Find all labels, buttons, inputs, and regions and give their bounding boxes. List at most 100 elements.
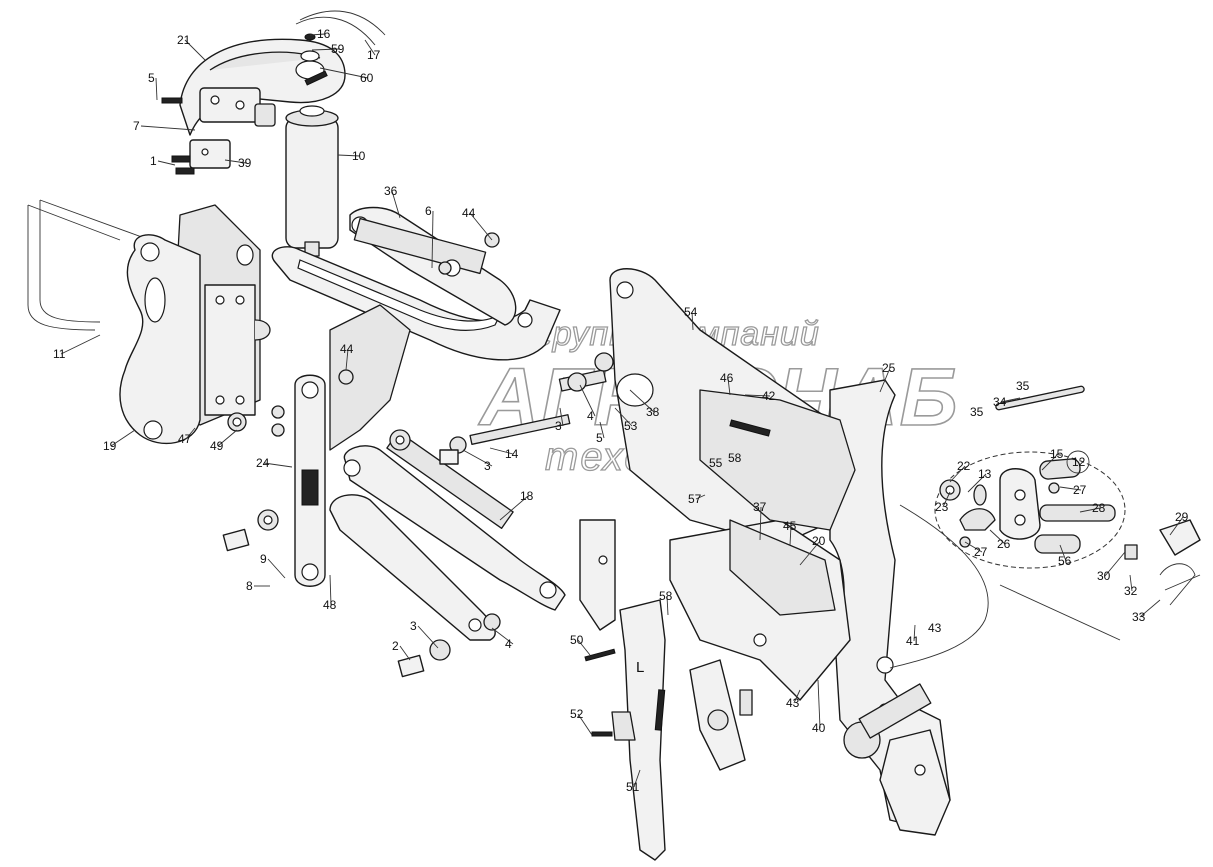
callout-label-c35a: 35 (1016, 379, 1030, 393)
callout-label-c11: 11 (53, 347, 66, 361)
callout-label-c22: 22 (957, 459, 971, 473)
arm-51 (584, 599, 753, 861)
callout-circle-12 (1066, 450, 1090, 474)
callout-label-c44a: 44 (462, 206, 476, 220)
callout-leader-c30 (1104, 551, 1126, 577)
callout-leader-c49 (217, 429, 238, 447)
callout-label-c32: 32 (1124, 584, 1138, 598)
callout-label-c46: 46 (720, 371, 734, 385)
callout-label-c48: 48 (323, 598, 337, 612)
cylinder-10 (285, 105, 339, 257)
callout-label-c17: 17 (367, 48, 381, 62)
callout-label-c39: 39 (238, 156, 252, 170)
callout-label-c3c: 3 (410, 619, 417, 633)
callout-leader-c36 (391, 190, 401, 219)
callout-label-c5b: 5 (596, 431, 603, 445)
callout-leader-c19 (110, 429, 136, 447)
callout-leader-c27a (1059, 486, 1082, 491)
callout-label-c27b: 27 (974, 545, 988, 559)
callout-leader-c43b (793, 689, 801, 704)
hydraulic-cover-assembly (161, 10, 386, 175)
callout-leader-c2 (399, 645, 411, 661)
callout-label-c30: 30 (1097, 569, 1111, 583)
callout-leader-c38 (629, 389, 655, 413)
callout-leader-c46 (727, 377, 731, 396)
callout-leader-c24 (263, 462, 293, 468)
callout-leader-c34 (1000, 397, 1021, 403)
callout-label-c5a: 5 (148, 71, 155, 85)
callout-label-c3a: 3 (555, 419, 562, 433)
callout-label-c57: 57 (688, 492, 702, 506)
callout-label-c25: 25 (882, 361, 896, 375)
callout-leader-c29 (1169, 516, 1184, 536)
callout-leader-c53 (614, 407, 633, 427)
callout-label-c18: 18 (520, 489, 534, 503)
callout-leader-c4a (579, 384, 596, 417)
callout-label-c15: 15 (1050, 447, 1064, 461)
callout-label-c34: 34 (993, 395, 1007, 409)
callout-label-c8: 8 (246, 579, 253, 593)
callout-leader-c51 (633, 769, 641, 788)
callout-leader-c33 (1139, 599, 1161, 618)
callout-leader-c54 (691, 311, 694, 331)
callout-leader-c13 (967, 473, 987, 493)
callout-leader-c3a (559, 407, 564, 427)
callout-label-c49: 49 (210, 439, 224, 453)
callout-leader-c59 (311, 48, 340, 51)
callout-leader-c40 (817, 679, 821, 729)
middle-shafts (338, 232, 614, 678)
callout-label-c35b: 35 (970, 405, 984, 419)
callout-leader-c1 (157, 160, 176, 166)
link-24 (222, 374, 326, 587)
callout-leader-c26 (989, 529, 1006, 545)
callout-label-c29: 29 (1175, 510, 1189, 524)
callout-label-c43a: 43 (928, 621, 942, 635)
callout-leader-c45 (789, 525, 792, 546)
callout-label-c52: 52 (570, 707, 584, 721)
callout-leader-c41 (913, 624, 916, 642)
callout-leader-c42 (744, 394, 771, 397)
callout-leader-c57 (695, 494, 706, 500)
callout-label-c9: 9 (260, 552, 267, 566)
callout-label-c4a: 4 (587, 409, 594, 423)
callout-leader-c9 (267, 558, 286, 579)
callout-label-c53: 53 (624, 419, 638, 433)
callout-label-c38: 38 (646, 405, 660, 419)
callout-leader-c58b (666, 595, 669, 616)
callout-leader-c21 (184, 39, 206, 61)
detail-group-12 (934, 451, 1201, 606)
callout-label-c55: 55 (709, 456, 723, 470)
callout-leader-c5b (599, 421, 605, 439)
callout-label-c16: 16 (317, 27, 331, 41)
callout-leader-c6 (431, 210, 434, 269)
hose-line (889, 504, 989, 669)
callout-leader-c39 (224, 159, 247, 164)
callout-leader-c3b (462, 449, 493, 467)
callout-leader-c16 (309, 33, 326, 36)
callout-leader-c14 (489, 447, 514, 455)
callout-leader-c32 (1129, 574, 1133, 592)
callout-label-c54: 54 (684, 305, 698, 319)
callout-leader-c48 (329, 574, 332, 606)
callout-label-c36: 36 (384, 184, 398, 198)
callout-label-c24: 24 (256, 456, 270, 470)
callout-leader-c23 (942, 491, 951, 508)
arm-36 (271, 206, 561, 361)
callout-leader-c10 (337, 154, 361, 157)
callout-leader-c28 (1079, 507, 1101, 513)
callout-label-c23: 23 (935, 500, 949, 514)
callout-leader-c44a (469, 212, 493, 241)
callout-label-c58a: 58 (728, 451, 742, 465)
callout-leader-c27b (964, 541, 983, 553)
callout-label-c33: 33 (1132, 610, 1146, 624)
callout-leader-c5a (155, 77, 158, 101)
callout-leader-c17 (364, 39, 376, 56)
callout-label-c59: 59 (331, 42, 345, 56)
callout-label-c19: 19 (103, 439, 117, 453)
callout-leader-c50 (577, 639, 591, 656)
callout-label-c26: 26 (997, 537, 1011, 551)
callout-label-c50: 50 (570, 633, 584, 647)
callout-label-c47: 47 (178, 432, 192, 446)
